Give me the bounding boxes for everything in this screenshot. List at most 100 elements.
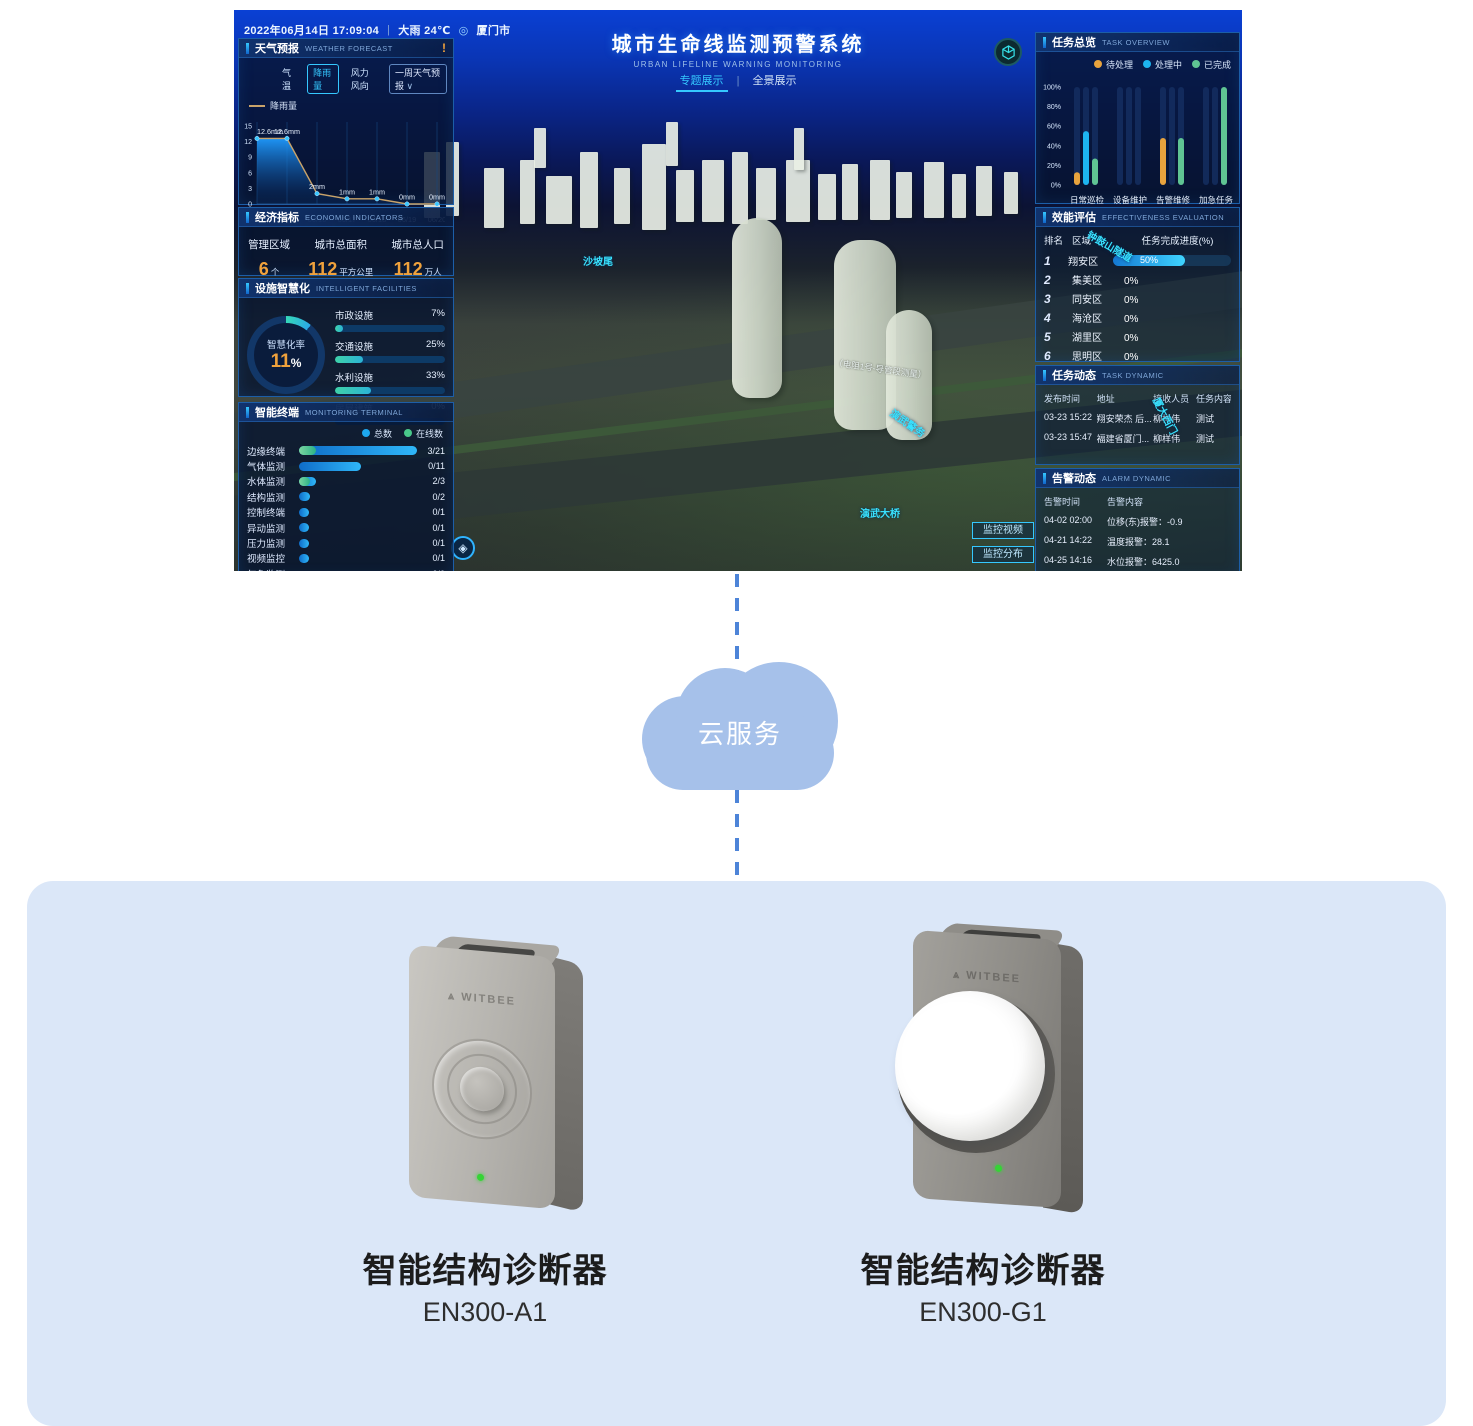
building-decor <box>924 162 944 218</box>
building-decor <box>818 174 836 220</box>
building-decor <box>756 168 776 220</box>
map-label: 演武大桥 <box>860 509 900 520</box>
svg-text:告警维修: 告警维修 <box>1156 195 1191 205</box>
terminal-row: 控制终端 0/1 <box>247 507 445 520</box>
legend-line-icon <box>249 104 265 107</box>
cube-icon <box>1001 44 1015 60</box>
svg-text:12.6mm: 12.6mm <box>274 127 300 136</box>
monitor-distribution-button[interactable]: 监控分布 <box>972 546 1034 563</box>
intelligent-facilities-panel: 设施智慧化 INTELLIGENT FACILITIES 智慧化率 11% 市政… <box>238 278 454 425</box>
terminal-row: 气体监测 0/11 <box>247 461 445 474</box>
building-decor <box>896 172 912 218</box>
product-model: EN300-G1 <box>919 1297 1047 1327</box>
table-header: 发布时间地址接收人员任务内容 <box>1044 394 1231 404</box>
building-decor <box>976 166 992 216</box>
tab-special-display[interactable]: 专题展示 <box>675 75 728 92</box>
monitoring-terminal-panel: 智能终端 MONITORING TERMINAL 总数 在线数 边缘终端 3/2… <box>238 402 454 571</box>
tab-separator: | <box>736 75 740 87</box>
product-image-en300-g1: ⩓ WITBEE <box>895 921 1125 1231</box>
product-name: 智能结构诊断器 <box>860 1252 1106 1290</box>
svg-text:40%: 40% <box>1047 143 1061 150</box>
terminal-row: 水体监测 2/3 <box>247 476 445 489</box>
product-name: 智能结构诊断器 <box>362 1252 608 1290</box>
panel-subtitle: ALARM DYNAMIC <box>1102 473 1172 483</box>
building-decor <box>534 128 546 168</box>
warning-icon: ! <box>442 41 446 55</box>
building-decor <box>842 164 858 220</box>
tab-temperature[interactable]: 气温 <box>282 68 292 91</box>
task-overview-panel: 任务总览 TASK OVERVIEW 待处理 处理中 已完成 0%20%40%6… <box>1035 32 1240 205</box>
tab-wind[interactable]: 风力风向 <box>350 68 369 91</box>
cylinder-building-decor <box>732 218 782 398</box>
panel-subtitle: TASK DYNAMIC <box>1102 370 1164 380</box>
svg-text:9: 9 <box>248 155 252 162</box>
cloud-label: 云服务 <box>697 719 782 749</box>
cloud-service: 云服务 <box>642 660 838 792</box>
layers-icon: ◈ <box>458 541 468 555</box>
panel-subtitle: EFFECTIVENESS EVALUATION <box>1102 212 1225 222</box>
building-decor <box>666 122 678 166</box>
tab-panorama-display[interactable]: 全景展示 <box>752 75 797 87</box>
svg-text:15: 15 <box>244 124 252 131</box>
svg-text:60%: 60% <box>1047 124 1061 131</box>
monitor-video-button[interactable]: 监控视频 <box>972 522 1034 539</box>
svg-text:12.6mm: 12.6mm <box>257 127 283 136</box>
building-decor <box>952 174 966 218</box>
building-decor <box>580 152 598 228</box>
building-decor <box>786 160 810 222</box>
terminal-row: 异动监测 0/1 <box>247 522 445 535</box>
status-led <box>995 1164 1002 1173</box>
page-title: 城市生命线监测预警系统 <box>611 34 865 56</box>
building-decor <box>702 160 724 222</box>
panel-subtitle: INTELLIGENT FACILITIES <box>316 283 417 293</box>
layers-button[interactable]: ◈ <box>451 536 475 560</box>
panel-subtitle: WEATHER FORECAST <box>305 43 393 53</box>
terminal-row: 边缘终端 3/21 <box>247 445 445 458</box>
brand-logo: ⩓ WITBEE <box>952 968 1022 986</box>
building-decor <box>484 168 504 228</box>
dashboard-screenshot: 2022年06月14日 17:09:04 | 大雨 24℃ ◎ 厦门市 城市生命… <box>234 10 1242 571</box>
panel-title: 经济指标 <box>255 212 299 224</box>
svg-text:100%: 100% <box>1043 85 1061 92</box>
cylinder-building-decor <box>886 310 932 440</box>
title-block: 城市生命线监测预警系统 URBAN LIFELINE WARNING MONIT… <box>234 28 1242 69</box>
panel-title: 设施智慧化 <box>255 283 310 295</box>
tab-rainfall[interactable]: 降雨量 <box>307 64 339 94</box>
svg-text:设备维护: 设备维护 <box>1113 195 1147 205</box>
panel-title: 告警动态 <box>1052 473 1096 485</box>
svg-text:0: 0 <box>248 202 252 209</box>
map-label: 沙坡尾 <box>583 257 613 268</box>
pending-legend-dot <box>1093 60 1102 68</box>
datetime-label: 2022年06月14日 17:09:04 <box>244 25 380 37</box>
building-decor <box>676 170 694 222</box>
panel-title: 任务动态 <box>1052 370 1096 382</box>
page-subtitle: URBAN LIFELINE WARNING MONITORING <box>633 60 843 69</box>
svg-text:3: 3 <box>248 186 252 193</box>
product-image-en300-a1: ⩓ WITBEE <box>395 933 625 1233</box>
panel-title: 任务总览 <box>1052 37 1096 49</box>
smart-rate-gauge: 智慧化率 11% <box>247 316 325 394</box>
svg-text:6: 6 <box>248 170 252 177</box>
location-pin-icon: ◎ <box>458 24 469 37</box>
cube-3d-button[interactable] <box>994 38 1022 66</box>
task-dynamic-panel: 任务动态 TASK DYNAMIC 发布时间地址接收人员任务内容 03-23 15… <box>1035 365 1240 465</box>
total-legend-dot <box>361 429 370 437</box>
done-legend-dot <box>1191 60 1200 68</box>
building-decor <box>1004 172 1018 214</box>
weather-range-select[interactable]: 一周天气预报 <box>389 64 447 94</box>
legend-label: 降雨量 <box>270 101 298 111</box>
